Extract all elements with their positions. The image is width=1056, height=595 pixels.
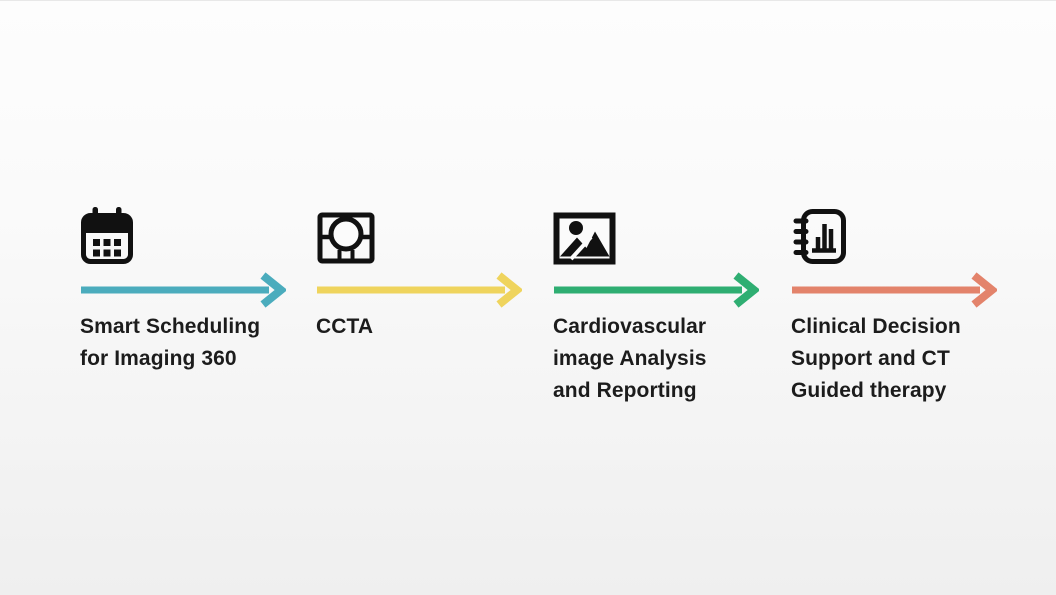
calendar-icon [80,205,298,265]
ct-scanner-icon [316,205,534,265]
step-label-ccta: CCTA [316,315,374,338]
notebook-chart-icon [791,205,1009,265]
step-cardiovascular-analysis: Cardiovascular image Analysis and Report… [553,205,771,407]
step-label-cardiovascular: Cardiovascular image Analysis and Report… [553,315,707,402]
arrow-green [554,272,759,308]
arrow-salmon [792,272,997,308]
step-label-smart-scheduling: Smart Scheduling for Imaging 360 [80,315,261,370]
step-smart-scheduling: Smart Scheduling for Imaging 360 [80,205,298,375]
arrow-yellow [317,272,522,308]
image-icon [553,205,771,265]
step-label-clinical-decision: Clinical Decision Support and CT Guided … [791,315,961,402]
step-clinical-decision: Clinical Decision Support and CT Guided … [791,205,1009,407]
step-ccta: CCTA [316,205,534,343]
arrow-teal [81,272,286,308]
